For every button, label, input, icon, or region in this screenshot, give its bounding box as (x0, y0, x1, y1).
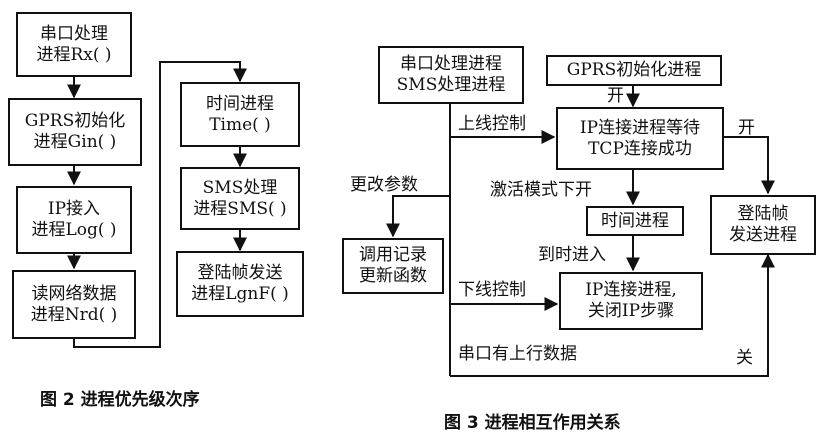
box-gprs-init-gin: GPRS初始化 进程Gin( ) (8, 98, 142, 166)
label-change-params: 更改参数 (350, 175, 418, 195)
label-open-right: 开 (738, 118, 755, 138)
box-login-frame-process: 登陆帧 发送进程 (710, 195, 816, 255)
arrow-nrd-to-time (73, 61, 247, 348)
figure2-caption: 图 2 进程优先级次序 (40, 390, 200, 410)
arrow-ip-open-login (724, 136, 775, 195)
box-ip-log: IP接入 进程Log( ) (16, 186, 132, 254)
label-close: 关 (736, 348, 753, 368)
box-login-frame-lgnf: 登陆帧发送 进程LgnF( ) (176, 251, 304, 317)
box-timer-process: 时间进程 (586, 206, 684, 236)
box-ip-close: IP连接进程, 关闭IP步骤 (559, 272, 703, 330)
box-record-update: 调用记录 更新函数 (342, 238, 444, 294)
arrow-change-params (386, 195, 450, 238)
box-read-network-nrd: 读网络数据 进程Nrd( ) (12, 270, 136, 339)
box-serial-sms-processes: 串口处理进程 SMS处理进程 (378, 46, 524, 104)
label-activate-open: 激活模式下开 (490, 180, 592, 200)
label-timeout-enter: 到时进入 (538, 245, 606, 265)
box-ip-connect-wait: IP连接进程等待 TCP连接成功 (556, 107, 724, 170)
box-time: 时间进程 Time( ) (180, 82, 300, 147)
label-serial-uplink: 串口有上行数据 (458, 344, 577, 364)
box-sms: SMS处理 进程SMS( ) (180, 167, 300, 230)
figure3-caption: 图 3 进程相互作用关系 (444, 413, 621, 433)
label-open-top: 开 (607, 86, 624, 106)
label-online-control: 上线控制 (458, 114, 526, 134)
box-gprs-init-process: GPRS初始化进程 (546, 55, 722, 86)
label-offline-control: 下线控制 (458, 280, 526, 300)
box-serial-rx: 串口处理 进程Rx( ) (16, 12, 132, 77)
arrow-serial-uplink-close (450, 253, 775, 377)
